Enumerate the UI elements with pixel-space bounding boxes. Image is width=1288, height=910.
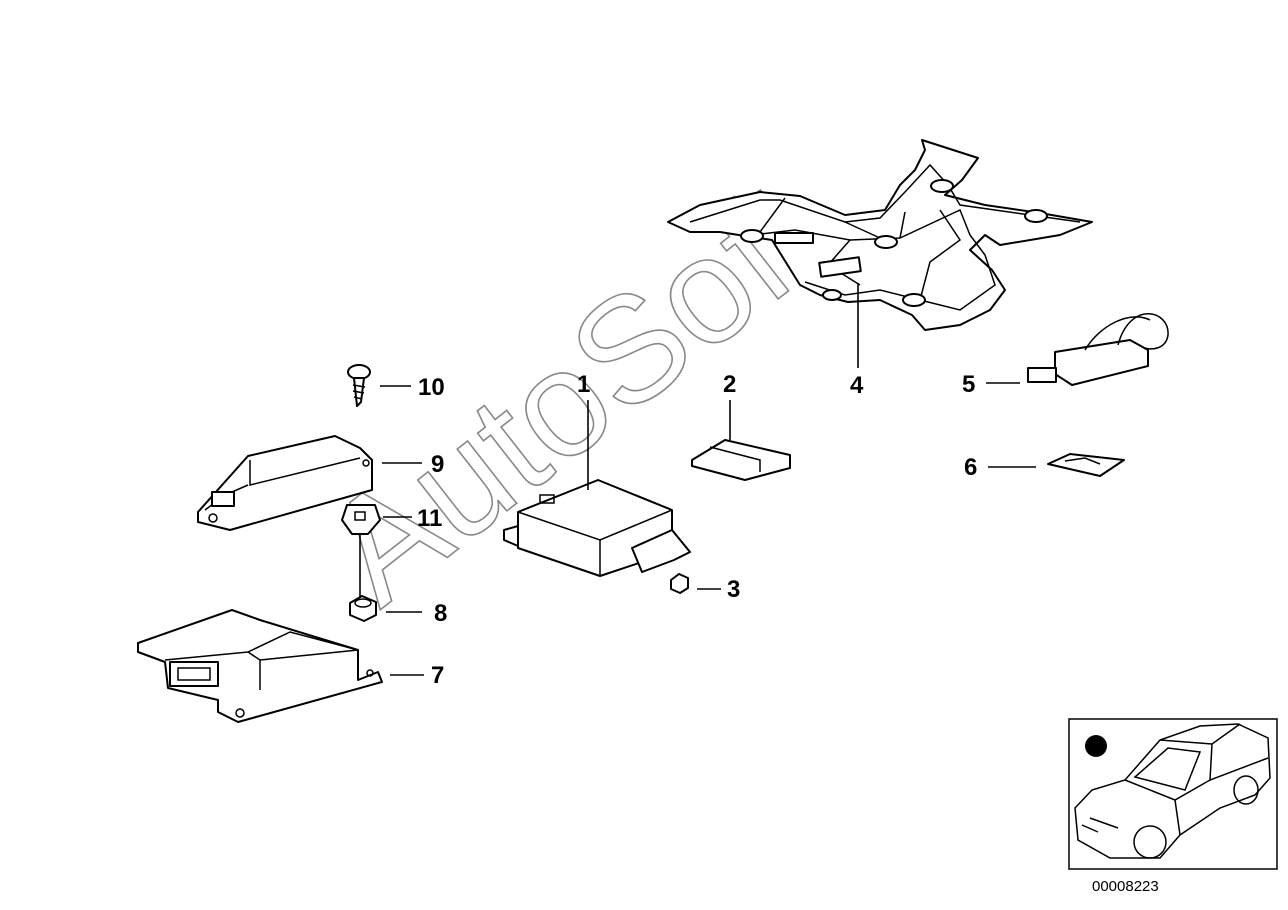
diagram-reference-number: 00008223	[1092, 878, 1159, 895]
callout-4: 4	[850, 372, 864, 399]
vehicle-location-inset	[1068, 718, 1278, 870]
part-9-sensor-housing[interactable]	[197, 435, 422, 531]
callout-2: 2	[723, 371, 736, 398]
part-7-control-housing[interactable]	[137, 609, 424, 723]
part-10-screw[interactable]	[347, 364, 411, 407]
callout-10: 10	[418, 374, 445, 401]
callout-3: 3	[727, 576, 740, 603]
callout-11: 11	[417, 505, 442, 532]
part-8-nut[interactable]	[349, 595, 422, 622]
part-5-sensor[interactable]	[986, 313, 1169, 386]
callout-6: 6	[964, 454, 977, 481]
callout-8: 8	[434, 600, 447, 627]
part-11-clip-nut[interactable]	[341, 504, 412, 600]
callout-1: 1	[577, 371, 590, 398]
part-4-sensor-mat[interactable]	[667, 139, 1093, 368]
location-dot-icon	[1085, 735, 1107, 757]
callout-7: 7	[431, 662, 444, 689]
part-3-nut[interactable]	[670, 573, 721, 594]
car-icon	[1074, 723, 1271, 859]
part-2-bracket[interactable]	[691, 400, 791, 481]
callout-5: 5	[962, 371, 975, 398]
callout-9: 9	[431, 451, 444, 478]
part-1-control-unit[interactable]	[503, 400, 691, 577]
part-6-clip[interactable]	[988, 453, 1125, 477]
